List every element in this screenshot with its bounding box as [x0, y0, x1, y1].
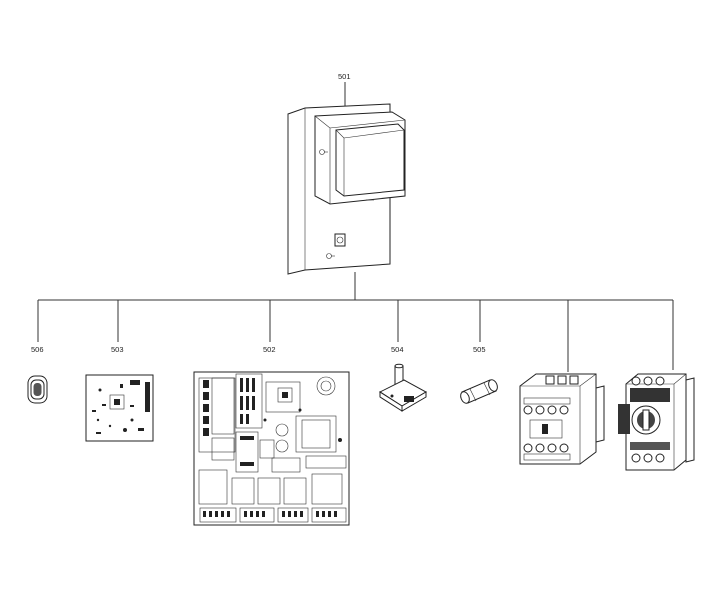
motor-protection-breaker: [618, 373, 695, 471]
gasket-ring: [27, 375, 48, 404]
potentiometer: [378, 363, 428, 412]
part-number-502: 502: [263, 345, 276, 354]
part-number-506: 506: [31, 345, 44, 354]
part-number-503: 503: [111, 345, 124, 354]
connector-lines: [37, 82, 674, 372]
control-cabinet: [287, 103, 406, 275]
part-number-504: 504: [391, 345, 404, 354]
part-number-505: 505: [473, 345, 486, 354]
contactor: [519, 373, 605, 465]
main-circuit-board: [193, 371, 350, 526]
small-circuit-board: [85, 374, 154, 442]
fuse: [460, 379, 498, 404]
part-number-501: 501: [338, 72, 351, 81]
